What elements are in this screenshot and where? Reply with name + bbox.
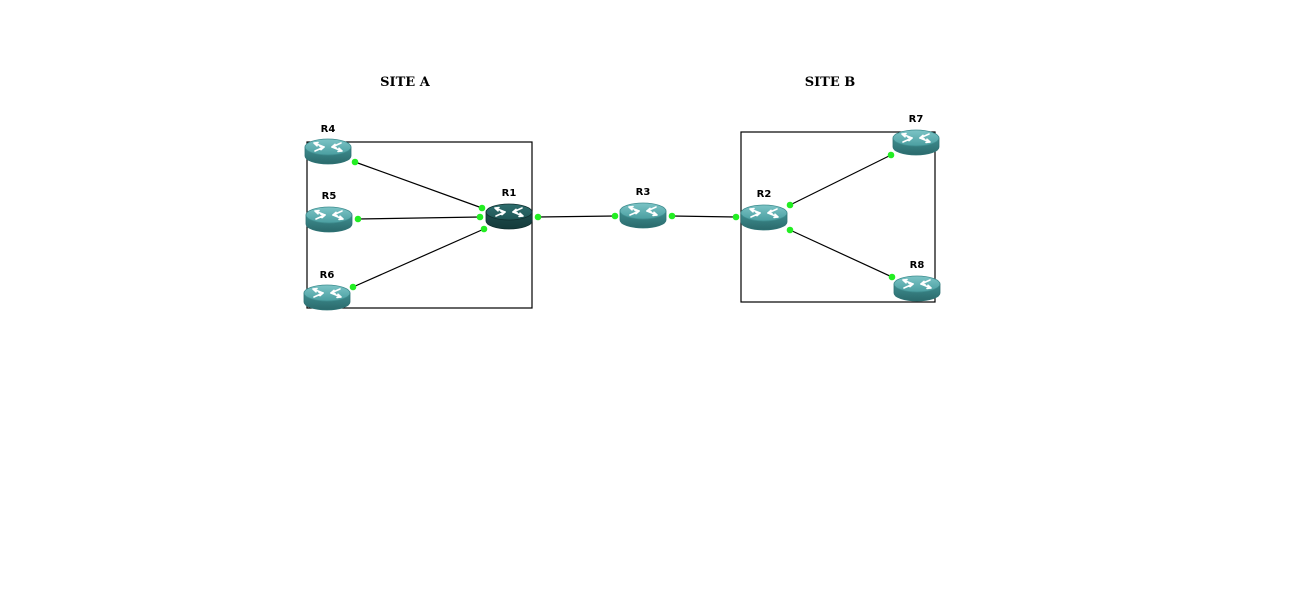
router-label-r7: R7 bbox=[909, 114, 924, 125]
router-r2[interactable] bbox=[740, 204, 788, 231]
port-dot bbox=[480, 225, 488, 233]
router-icon bbox=[619, 202, 667, 229]
router-r1[interactable] bbox=[485, 203, 533, 230]
site-a-label: SITE A bbox=[380, 75, 431, 90]
port-dot bbox=[888, 273, 896, 281]
link-r3-r2[interactable] bbox=[671, 215, 737, 218]
router-label-r1: R1 bbox=[502, 188, 517, 199]
router-label-r2: R2 bbox=[757, 189, 772, 200]
router-r3[interactable] bbox=[619, 202, 667, 229]
links bbox=[352, 154, 893, 288]
router-label-r3: R3 bbox=[636, 187, 651, 198]
port-dot bbox=[351, 158, 359, 166]
router-icon bbox=[305, 206, 353, 233]
port-dot bbox=[668, 212, 676, 220]
router-r6[interactable] bbox=[303, 284, 351, 311]
port-dot bbox=[476, 213, 484, 221]
link-r2-r8[interactable] bbox=[789, 229, 893, 278]
router-label-r5: R5 bbox=[322, 191, 337, 202]
link-r2-r7[interactable] bbox=[789, 154, 892, 206]
router-icon bbox=[485, 203, 533, 230]
port-dot bbox=[478, 204, 486, 212]
router-r7[interactable] bbox=[892, 129, 940, 156]
router-r8[interactable] bbox=[893, 275, 941, 302]
port-dot bbox=[349, 283, 357, 291]
ports bbox=[349, 151, 896, 291]
router-icon bbox=[892, 129, 940, 156]
link-r4-r1[interactable] bbox=[354, 161, 483, 209]
router-r5[interactable] bbox=[305, 206, 353, 233]
port-dot bbox=[887, 151, 895, 159]
port-dot bbox=[534, 213, 542, 221]
port-dot bbox=[611, 212, 619, 220]
router-icon bbox=[893, 275, 941, 302]
link-r6-r1[interactable] bbox=[352, 228, 485, 288]
port-dot bbox=[786, 201, 794, 209]
link-r1-r3[interactable] bbox=[537, 215, 616, 218]
router-icon bbox=[303, 284, 351, 311]
router-label-r6: R6 bbox=[320, 270, 335, 281]
router-icon bbox=[740, 204, 788, 231]
port-dot bbox=[786, 226, 794, 234]
router-label-r4: R4 bbox=[321, 124, 336, 135]
link-r5-r1[interactable] bbox=[357, 216, 481, 220]
port-dot bbox=[732, 213, 740, 221]
router-label-r8: R8 bbox=[910, 260, 925, 271]
router-icon bbox=[304, 138, 352, 165]
port-dot bbox=[354, 215, 362, 223]
site-b-label: SITE B bbox=[805, 75, 856, 90]
router-r4[interactable] bbox=[304, 138, 352, 165]
